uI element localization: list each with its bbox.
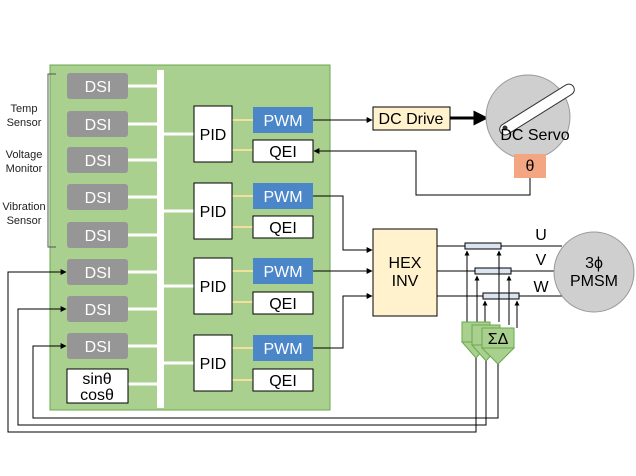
- voltage-monitor-line1: Voltage: [6, 149, 43, 161]
- dsi-label: DSI: [85, 228, 112, 245]
- qei-label: QEI: [269, 220, 297, 237]
- encoder-feedback-wire: [313, 148, 531, 196]
- pid-block-1: PID: [193, 105, 233, 163]
- dc-drive-label: DC Drive: [379, 111, 444, 128]
- dsi-block-6: DSI: [67, 259, 128, 285]
- pid-label: PID: [200, 279, 227, 296]
- pid-bus-links: [163, 132, 194, 365]
- pmsm-motor: 3ϕ PMSM: [553, 231, 635, 313]
- pwm-block-2: PWM: [253, 183, 313, 209]
- dc-servo: DC Servo θ: [485, 74, 575, 178]
- pwm-block-3: PWM: [253, 258, 313, 284]
- dsi-bus-links: [127, 84, 158, 386]
- dsi-label: DSI: [85, 302, 112, 319]
- shunt-sense-wires: [464, 250, 520, 328]
- dsi-label: DSI: [85, 117, 112, 134]
- internal-bus: [157, 70, 164, 408]
- pid-label: PID: [200, 356, 227, 373]
- qei-block-1: QEI: [252, 139, 314, 163]
- temp-sensor-line1: Temp: [11, 103, 38, 115]
- pwm-blocks: PWM PWM PWM PWM: [253, 107, 313, 361]
- hex-inverter: HEX INV: [372, 228, 438, 317]
- pid-block-4: PID: [193, 334, 233, 392]
- dsi-block-5: DSI: [67, 222, 128, 248]
- qei-block-4: QEI: [252, 368, 314, 392]
- qei-blocks: QEI QEI QEI QEI: [252, 139, 314, 392]
- qei-label: QEI: [269, 296, 297, 313]
- temp-sensor-line2: Sensor: [7, 117, 42, 129]
- sigma-delta-return-wires: [7, 269, 499, 433]
- pwm-label: PWM: [263, 341, 302, 358]
- dc-drive: DC Drive: [372, 106, 451, 131]
- dsi-label: DSI: [85, 190, 112, 207]
- dsi-label: DSI: [85, 339, 112, 356]
- dsi-block-7: DSI: [67, 296, 128, 322]
- dsi-label: DSI: [85, 265, 112, 282]
- phase-v-label: V: [536, 252, 547, 269]
- pid-label: PID: [200, 127, 227, 144]
- pwm-block-1: PWM: [253, 107, 313, 133]
- vibration-sensor-line1: Vibration: [2, 201, 45, 213]
- sin-label: sinθ: [82, 371, 111, 388]
- pwm-block-4: PWM: [253, 335, 313, 361]
- dsi-label: DSI: [85, 153, 112, 170]
- dsi-blocks: DSI DSI DSI DSI DSI DSI DSI DSI: [67, 73, 128, 359]
- dsi-block-2: DSI: [67, 111, 128, 137]
- vibration-sensor-line2: Sensor: [7, 215, 42, 227]
- dsi-label: DSI: [85, 79, 112, 96]
- pid-block-2: PID: [193, 182, 233, 240]
- encoder-theta: [514, 154, 546, 178]
- pwm-label: PWM: [263, 264, 302, 281]
- dsi-block-3: DSI: [67, 147, 128, 173]
- qei-block-3: QEI: [252, 291, 314, 315]
- pid-label: PID: [200, 204, 227, 221]
- servo-shaft-icon: [499, 83, 575, 136]
- pmsm-label: PMSM: [570, 273, 618, 290]
- dsi-block-4: DSI: [67, 184, 128, 210]
- pmsm-phase-label: 3ϕ: [585, 255, 603, 272]
- sensor-bracket: [47, 73, 56, 248]
- sigma-delta-label: ΣΔ: [488, 331, 509, 348]
- pwm-to-inverter-wires: [313, 195, 373, 349]
- qei-block-2: QEI: [252, 215, 314, 239]
- pwm-label: PWM: [263, 189, 302, 206]
- pid-blocks: PID PID PID PID: [193, 105, 233, 392]
- hex-label: HEX: [389, 255, 422, 272]
- dc-servo-label: DC Servo: [500, 127, 569, 144]
- phase-u-label: U: [535, 227, 547, 244]
- current-shunts: [464, 242, 520, 300]
- pid-connectors: [231, 119, 253, 381]
- sensor-labels: Temp Sensor Voltage Monitor Vibration Se…: [2, 103, 45, 227]
- pid-block-3: PID: [193, 257, 233, 315]
- qei-label: QEI: [269, 144, 297, 161]
- sincos-block: sinθ cosθ: [66, 368, 129, 404]
- pwm-label: PWM: [263, 113, 302, 130]
- sigma-delta-1: ΣΔ: [480, 327, 516, 365]
- dsi-block-8: DSI: [67, 333, 128, 359]
- theta-label: θ: [526, 158, 535, 175]
- inv-label: INV: [392, 273, 419, 290]
- sigma-delta-modulators: ΣΔ: [460, 321, 516, 365]
- dsi-block-1: DSI: [67, 73, 128, 99]
- qei-label: QEI: [269, 373, 297, 390]
- cos-label: cosθ: [80, 387, 114, 404]
- phase-w-label: W: [533, 279, 549, 296]
- voltage-monitor-line2: Monitor: [6, 163, 43, 175]
